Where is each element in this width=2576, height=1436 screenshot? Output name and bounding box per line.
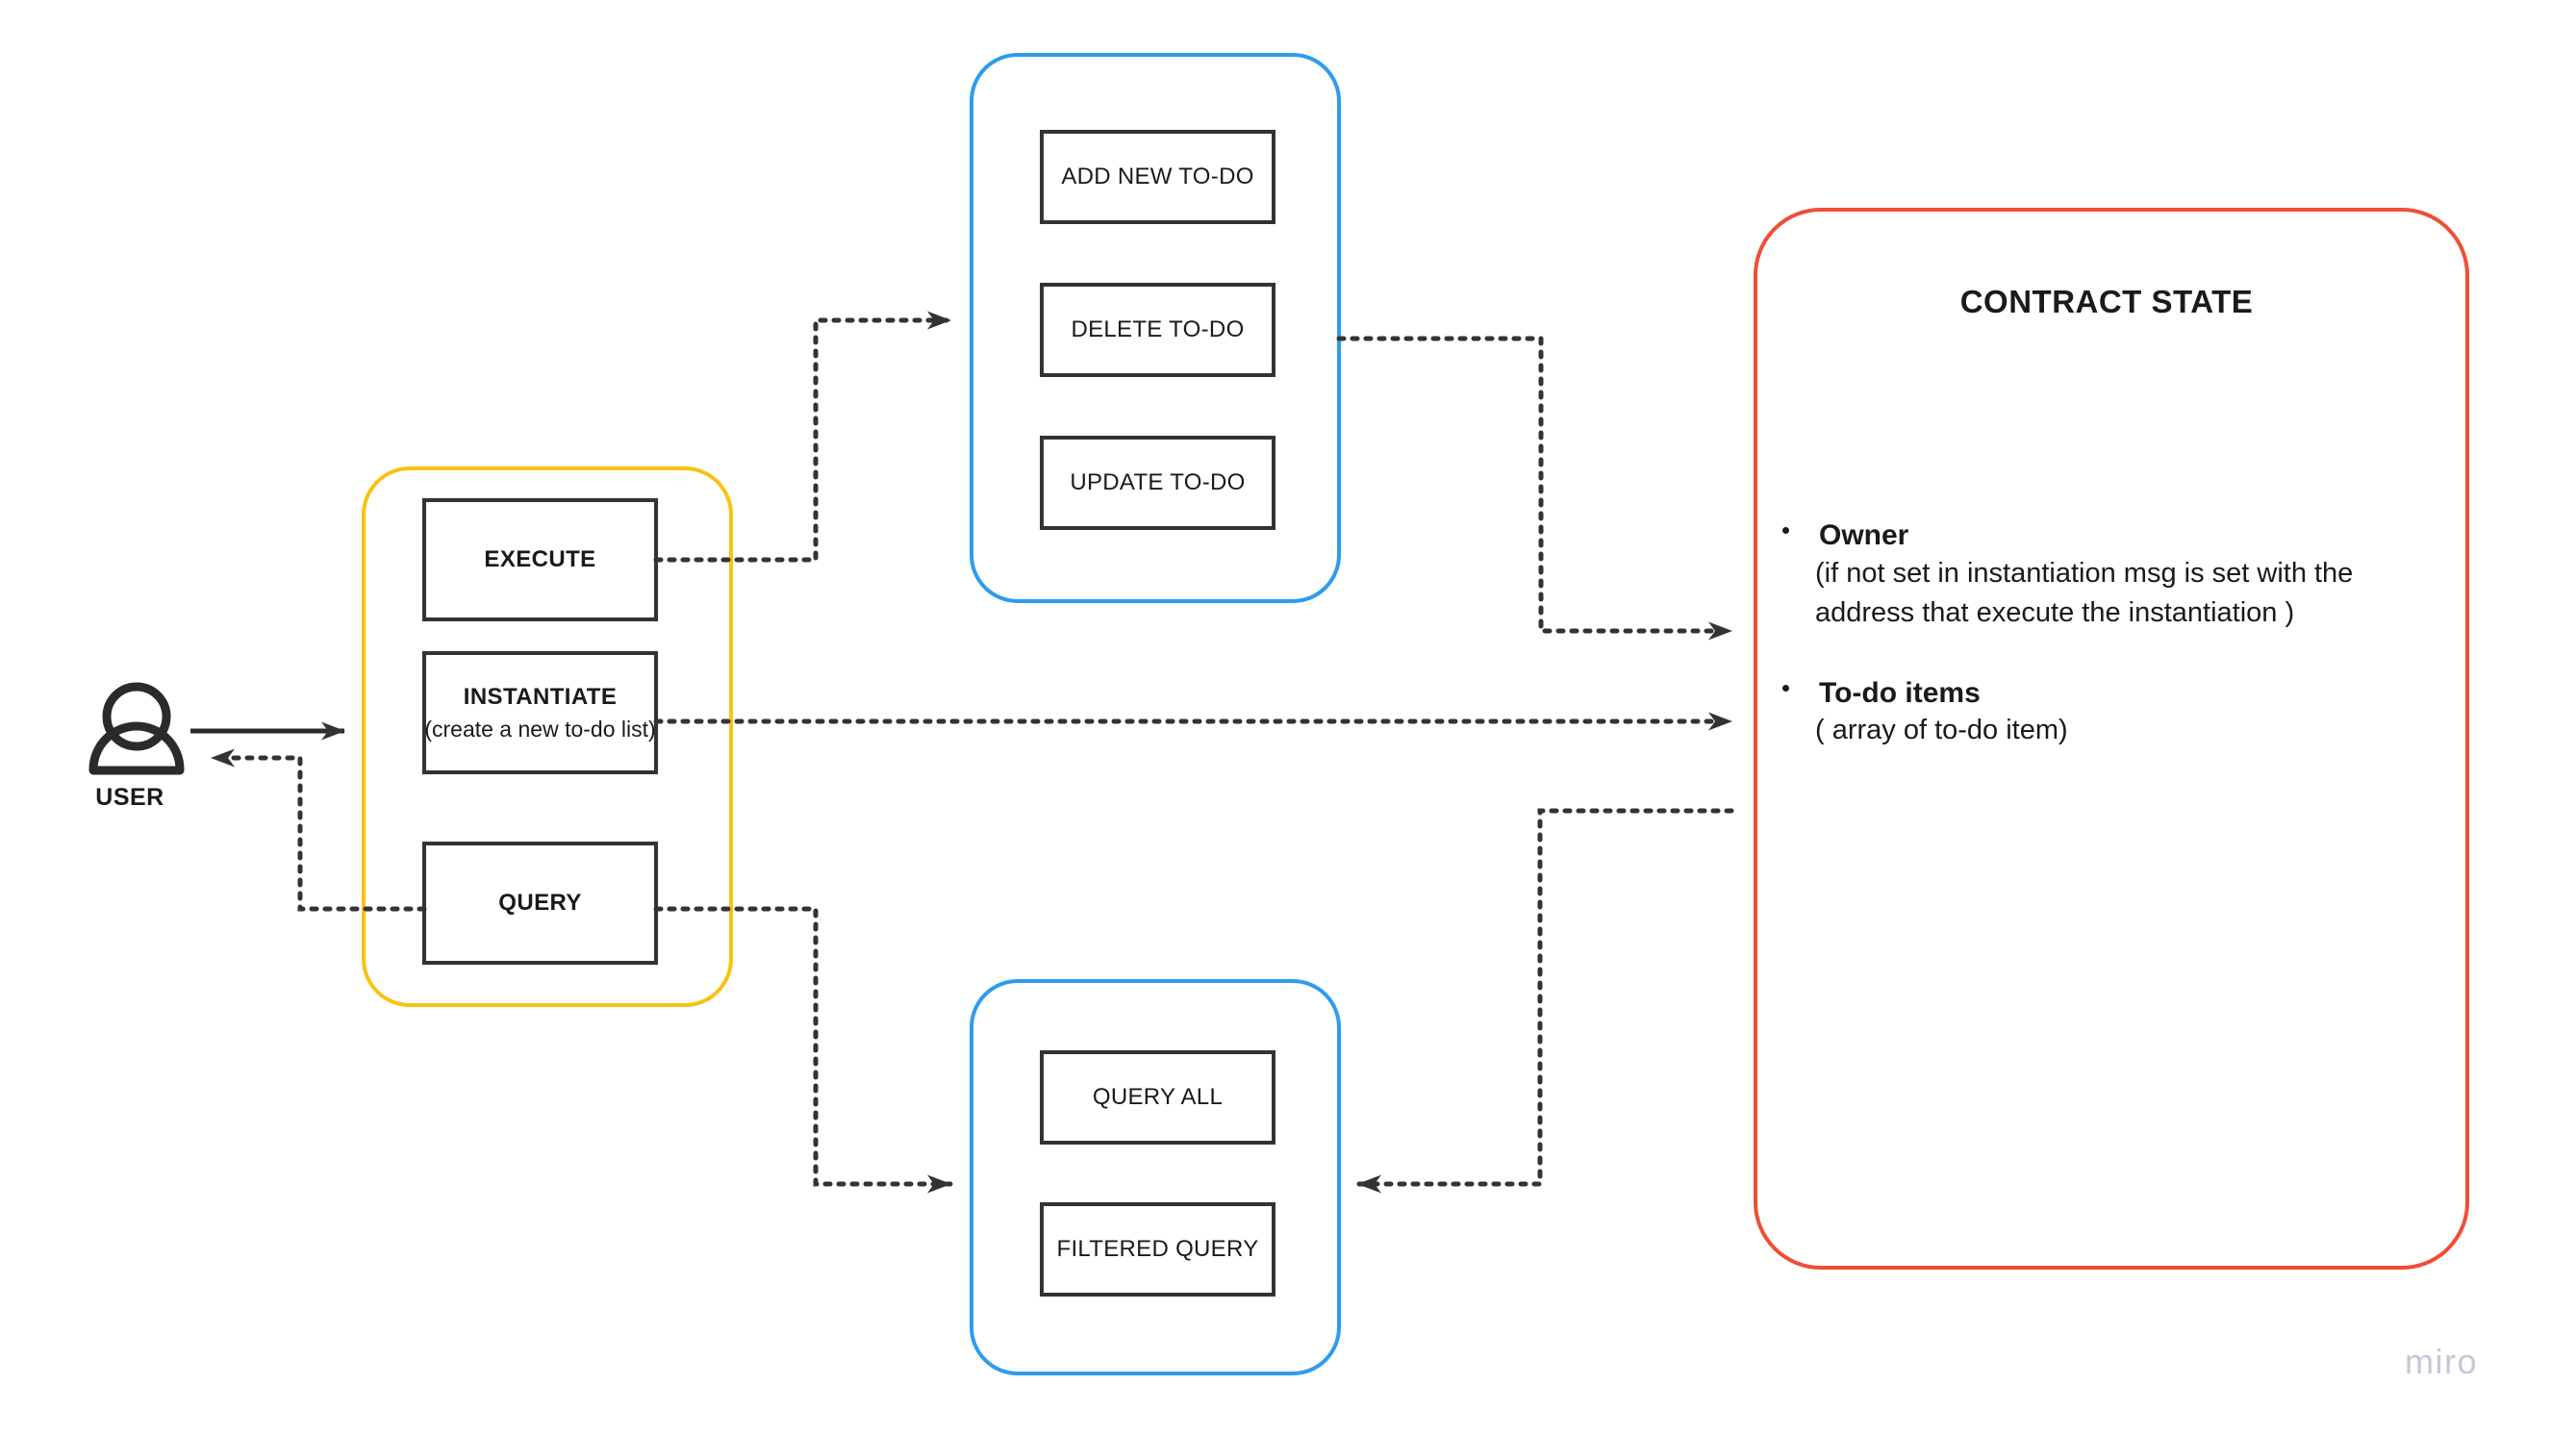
box-update-todo[interactable] <box>1040 436 1275 530</box>
query-messages-group-border <box>970 979 1341 1375</box>
contract-state-panel-border <box>1754 208 2469 1270</box>
user-label: USER <box>95 784 164 811</box>
user-person-icon <box>88 682 185 775</box>
connector-query-to-user <box>209 748 427 912</box>
box-instantiate-sublabel: (create a new to-do list) <box>424 716 656 742</box>
state-item-owner-desc: (if not set in instantiation msg is set … <box>1815 557 2354 628</box>
box-query-all-label: QUERY ALL <box>1092 1084 1224 1110</box>
entrypoints-group-border <box>362 466 733 1007</box>
box-query-all[interactable] <box>1040 1050 1275 1145</box>
state-item-owner-term: Owner <box>1819 519 1909 551</box>
connector-execute-group-to-contract-state <box>1336 336 1734 641</box>
execute-messages-group-border <box>970 53 1341 603</box>
miro-watermark-logo: miro <box>2405 1342 2478 1381</box>
box-delete-todo-label: DELETE TO-DO <box>1071 316 1245 342</box>
box-add-new-todo-label-wrap[interactable]: ADD NEW TO-DO <box>1042 132 1274 222</box>
connector-contract-state-to-query-group <box>1355 808 1734 1194</box>
box-add-new-todo[interactable] <box>1040 130 1275 224</box>
box-update-todo-label-wrap[interactable]: UPDATE TO-DO <box>1042 438 1274 528</box>
box-query-all-label-wrap[interactable]: QUERY ALL <box>1042 1052 1274 1143</box>
state-item-todo-items: To-do items ( array of to-do item) <box>1782 675 2448 751</box>
state-item-todo-items-desc: ( array of to-do item) <box>1815 715 2068 746</box>
box-instantiate[interactable] <box>422 651 658 774</box>
box-query[interactable] <box>422 842 658 965</box>
box-delete-todo[interactable] <box>1040 283 1275 377</box>
box-execute-label: EXECUTE <box>484 546 596 572</box>
box-instantiate-label: INSTANTIATE <box>463 683 618 710</box>
box-update-todo-label: UPDATE TO-DO <box>1070 469 1246 495</box>
box-execute-label-wrap[interactable]: EXECUTE <box>424 500 656 619</box>
box-delete-todo-label-wrap[interactable]: DELETE TO-DO <box>1042 285 1274 375</box>
state-item-owner: Owner (if not set in instantiation msg i… <box>1782 517 2448 633</box>
bullet-icon <box>1782 684 1789 692</box>
box-filtered-query-label-wrap[interactable]: FILTERED QUERY <box>1042 1204 1274 1295</box>
box-filtered-query-label: FILTERED QUERY <box>1056 1236 1259 1262</box>
bullet-icon <box>1782 527 1789 534</box>
box-query-label: QUERY <box>498 890 582 916</box>
box-query-label-wrap[interactable]: QUERY <box>424 844 656 963</box>
connector-execute-to-execute-group <box>653 311 953 563</box>
connector-query-to-query-group <box>653 906 953 1194</box>
contract-state-title: CONTRACT STATE <box>1959 284 2254 319</box>
box-instantiate-label-wrap[interactable]: INSTANTIATE (create a new to-do list) <box>424 653 656 772</box>
box-add-new-todo-label: ADD NEW TO-DO <box>1061 164 1254 189</box>
contract-state-items: Owner (if not set in instantiation msg i… <box>1782 517 2448 794</box>
box-filtered-query[interactable] <box>1040 1202 1275 1297</box>
state-item-todo-items-term: To-do items <box>1819 676 1981 709</box>
